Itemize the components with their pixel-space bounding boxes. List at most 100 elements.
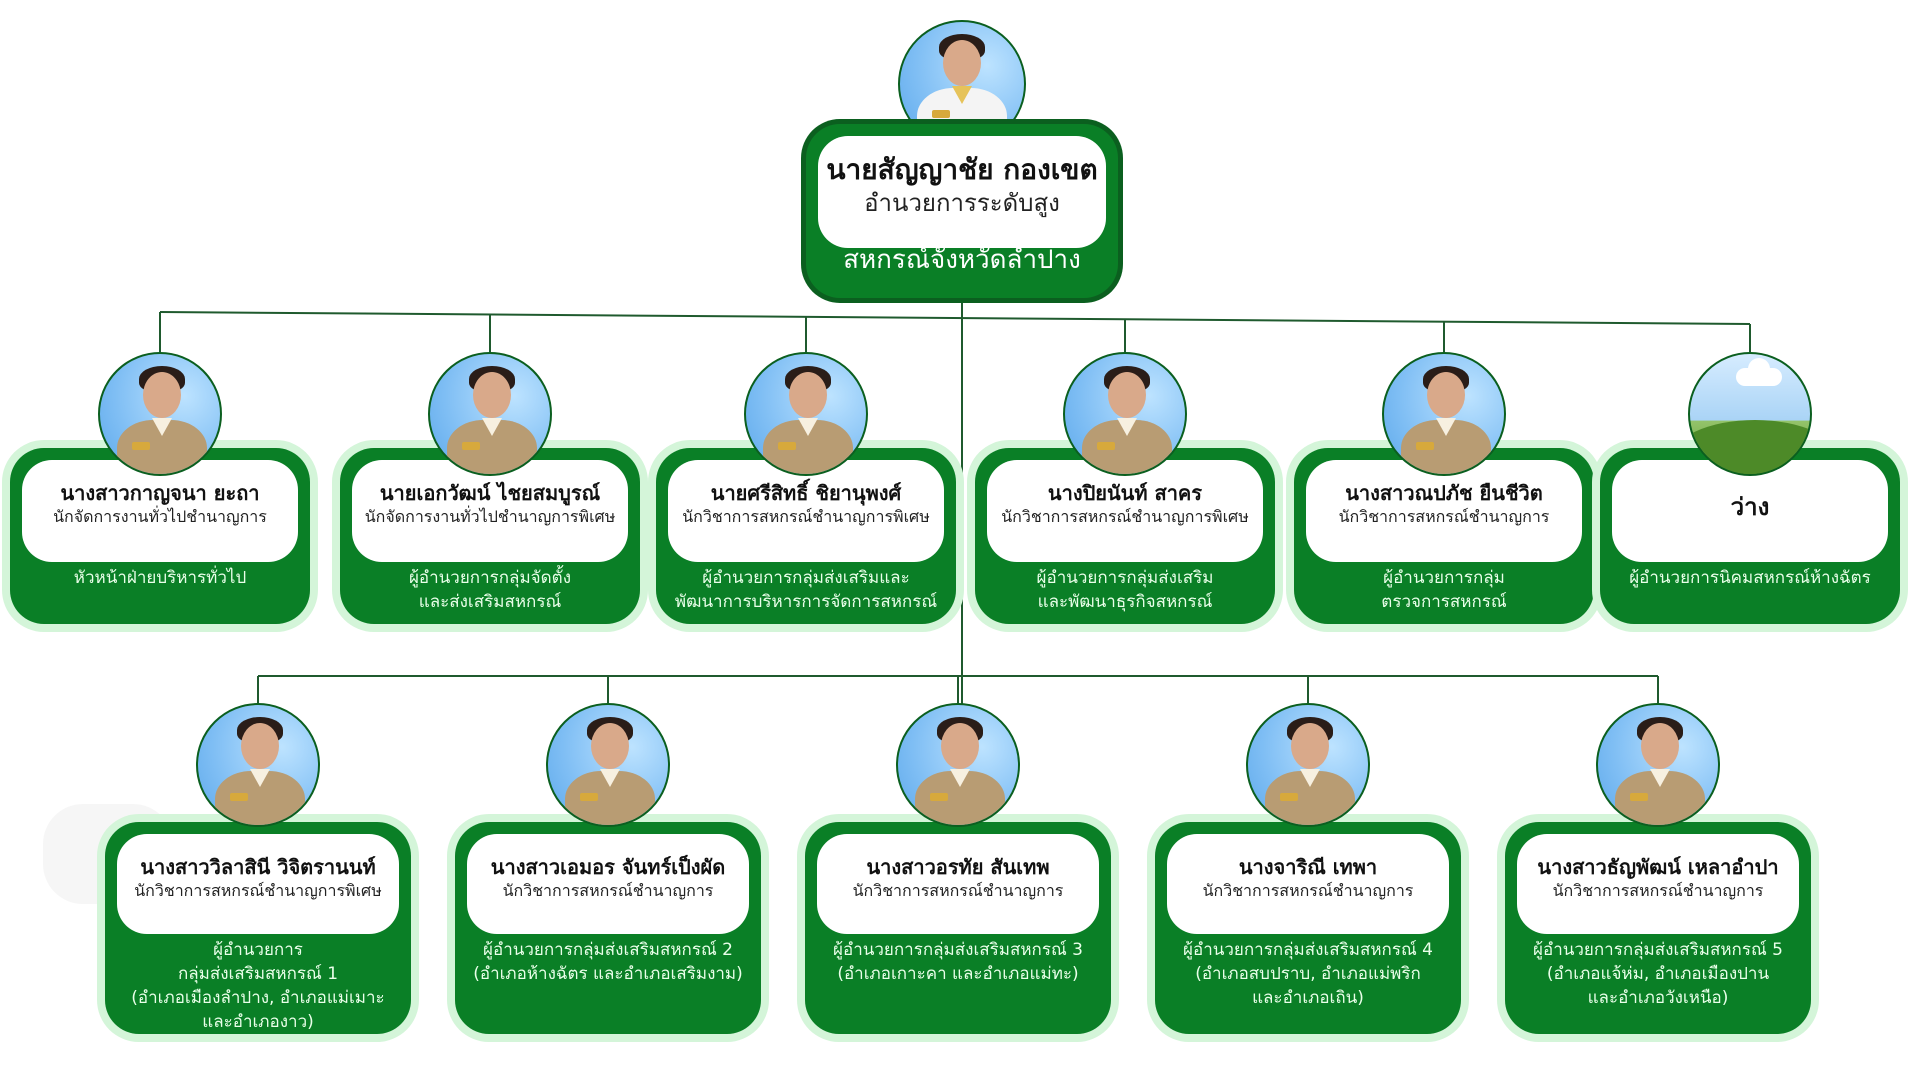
avatar-head	[1291, 723, 1329, 769]
department-line: (อำเภอสบปราบ, อำเภอแม่พริก	[1195, 964, 1421, 984]
avatar-badge	[1630, 793, 1648, 801]
department-line: ผู้อำนวยการกลุ่มส่งเสริมสหกรณ์ 3	[833, 940, 1083, 960]
staff-name: นางจาริณี เทพา	[1238, 855, 1378, 879]
row1-bus-line	[159, 311, 1751, 325]
hill-shape	[1690, 420, 1810, 474]
person-photo-icon	[1246, 703, 1370, 827]
avatar-head	[591, 723, 629, 769]
department-line: และอำเภองาว)	[202, 1012, 314, 1032]
staff-department: ผู้อำนวยการกลุ่มส่งเสริมสหกรณ์ 4 (อำเภอสบ…	[1159, 938, 1457, 1010]
staff-name-box: นางสาวกาญจนา ยะถานักจัดการงานทั่วไปชำนาญ…	[22, 460, 298, 562]
staff-department: ผู้อำนวยการกลุ่มส่งเสริมและพัฒนาการบริหา…	[660, 566, 952, 614]
staff-card: นางสาวเอมอร จันทร์เป็งผัดนักวิชาการสหกรณ…	[455, 822, 761, 1034]
director-name-box: นายสัญญาชัย กองเขต อำนวยการระดับสูง	[818, 136, 1106, 248]
department-line: ผู้อำนวยการกลุ่มส่งเสริมและ	[702, 568, 910, 588]
department-line: (อำเภอเกาะคา และอำเภอแม่ทะ)	[837, 964, 1079, 984]
department-line: กลุ่มส่งเสริมสหกรณ์ 1	[177, 964, 339, 984]
department-line: ผู้อำนวยการกลุ่ม	[1383, 568, 1505, 588]
department-line: และอำเภอเถิน)	[1252, 988, 1364, 1008]
person-photo-icon	[896, 703, 1020, 827]
staff-name-box: นางสาวเอมอร จันทร์เป็งผัดนักวิชาการสหกรณ…	[467, 834, 749, 934]
staff-name-box: นางสาวณปภัช ยืนชีวิตนักวิชาการสหกรณ์ชำนา…	[1306, 460, 1582, 562]
director-name: นายสัญญาชัย กองเขต	[826, 153, 1098, 186]
staff-position: นักจัดการงานทั่วไปชำนาญการพิเศษ	[364, 507, 616, 526]
staff-name: นางสาวเอมอร จันทร์เป็งผัด	[490, 855, 726, 879]
staff-name: นางสาววิลาสินี วิจิตรานนท์	[140, 855, 376, 879]
vacant-landscape-icon	[1688, 352, 1812, 476]
department-line: หัวหน้าฝ่ายบริหารทั่วไป	[73, 568, 247, 588]
department-line: และส่งเสริมสหกรณ์	[418, 592, 562, 612]
staff-department: ผู้อำนวยการกลุ่มส่งเสริมสหกรณ์ 5 (อำเภอแจ…	[1509, 938, 1807, 1010]
staff-card: นางสาวกาญจนา ยะถานักจัดการงานทั่วไปชำนาญ…	[10, 448, 310, 624]
avatar-head	[789, 372, 827, 418]
staff-card: นางสาววิลาสินี วิจิตรานนท์นักวิชาการสหกร…	[105, 822, 411, 1034]
staff-position: นักวิชาการสหกรณ์ชำนาญการ	[852, 881, 1064, 900]
staff-name: นางสาวอรทัย สันเทพ	[866, 855, 1050, 879]
director-position: อำนวยการระดับสูง	[864, 189, 1060, 217]
staff-position: นักวิชาการสหกรณ์ชำนาญการ	[1202, 881, 1414, 900]
director-card: นายสัญญาชัย กองเขต อำนวยการระดับสูง สหกร…	[806, 124, 1118, 298]
staff-name-box: นายศรีสิทธิ์ ชิยานุพงศ์นักวิชาการสหกรณ์ช…	[668, 460, 944, 562]
staff-position: นักวิชาการสหกรณ์ชำนาญการพิเศษ	[682, 507, 930, 526]
staff-name-box: นางสาวธัญพัฒน์ เหลาอำปานักวิชาการสหกรณ์ช…	[1517, 834, 1799, 934]
department-line: ผู้อำนวยการกลุ่มส่งเสริมสหกรณ์ 2	[483, 940, 733, 960]
department-line: ผู้อำนวยการกลุ่มส่งเสริม	[1036, 568, 1214, 588]
staff-card: นางสาวอรทัย สันเทพนักวิชาการสหกรณ์ชำนาญก…	[805, 822, 1111, 1034]
department-line: ผู้อำนวยการ	[213, 940, 303, 960]
staff-department: ผู้อำนวยการกลุ่มส่งเสริมและพัฒนาธุรกิจสห…	[979, 566, 1271, 614]
staff-department: ผู้อำนวยการกลุ่มตรวจการสหกรณ์	[1298, 566, 1590, 614]
person-photo-icon	[98, 352, 222, 476]
department-line: (อำเภอเมืองลำปาง, อำเภอแม่เมาะ	[131, 988, 385, 1008]
staff-card: นางปิยนันท์ สาครนักวิชาการสหกรณ์ชำนาญการ…	[975, 448, 1275, 624]
avatar-head	[941, 723, 979, 769]
department-line: และพัฒนาธุรกิจสหกรณ์	[1037, 592, 1213, 612]
staff-name-box: นางสาวอรทัย สันเทพนักวิชาการสหกรณ์ชำนาญก…	[817, 834, 1099, 934]
staff-name: นางสาวณปภัช ยืนชีวิต	[1345, 481, 1543, 505]
person-photo-icon	[1382, 352, 1506, 476]
staff-name: นางปิยนันท์ สาคร	[1047, 481, 1203, 505]
avatar-badge	[1097, 442, 1115, 450]
staff-position: นักวิชาการสหกรณ์ชำนาญการ	[502, 881, 714, 900]
director-department: สหกรณ์จังหวัดลำปาง	[843, 245, 1081, 275]
staff-name-box: นางสาววิลาสินี วิจิตรานนท์นักวิชาการสหกร…	[117, 834, 399, 934]
staff-card: นายศรีสิทธิ์ ชิยานุพงศ์นักวิชาการสหกรณ์ช…	[656, 448, 956, 624]
avatar-badge	[778, 442, 796, 450]
person-photo-icon	[546, 703, 670, 827]
avatar-head	[1427, 372, 1465, 418]
staff-position: นักวิชาการสหกรณ์ชำนาญการพิเศษ	[134, 881, 382, 900]
avatar-head	[143, 372, 181, 418]
staff-name: ว่าง	[1730, 493, 1770, 521]
avatar-head	[241, 723, 279, 769]
staff-card: นายเอกวัฒน์ ไชยสมบูรณ์นักจัดการงานทั่วไป…	[340, 448, 640, 624]
staff-card: นางจาริณี เทพานักวิชาการสหกรณ์ชำนาญการผู…	[1155, 822, 1461, 1034]
department-line: ผู้อำนวยการกลุ่มส่งเสริมสหกรณ์ 4	[1183, 940, 1433, 960]
avatar-badge	[1416, 442, 1434, 450]
avatar-badge	[462, 442, 480, 450]
department-line: ผู้อำนวยการกลุ่มส่งเสริมสหกรณ์ 5	[1533, 940, 1783, 960]
department-line: และอำเภอวังเหนือ)	[1587, 988, 1729, 1008]
staff-name: นางสาวกาญจนา ยะถา	[60, 481, 260, 505]
department-line: (อำเภอห้างฉัตร และอำเภอเสริมงาม)	[473, 964, 743, 984]
person-photo-icon	[744, 352, 868, 476]
staff-department: ผู้อำนวยการกลุ่มส่งเสริมสหกรณ์ 2 (อำเภอห้…	[459, 938, 757, 986]
staff-position: นักวิชาการสหกรณ์ชำนาญการ	[1552, 881, 1764, 900]
staff-department: ผู้อำนวยการกลุ่มส่งเสริมสหกรณ์ 1 (อำเภอเม…	[109, 938, 407, 1034]
staff-name: นายเอกวัฒน์ ไชยสมบูรณ์	[379, 481, 601, 505]
department-line: (อำเภอแจ้ห่ม, อำเภอเมืองปาน	[1546, 964, 1770, 984]
staff-position: นักจัดการงานทั่วไปชำนาญการ	[53, 507, 267, 526]
avatar-head	[1641, 723, 1679, 769]
staff-name-box: นางปิยนันท์ สาครนักวิชาการสหกรณ์ชำนาญการ…	[987, 460, 1263, 562]
avatar-badge	[1280, 793, 1298, 801]
cloud-shape	[1736, 358, 1782, 386]
person-photo-icon	[196, 703, 320, 827]
staff-name-box: ว่าง	[1612, 460, 1888, 562]
staff-card: ว่างผู้อำนวยการนิคมสหกรณ์ห้างฉัตร	[1600, 448, 1900, 624]
person-photo-icon	[1063, 352, 1187, 476]
person-photo-icon	[428, 352, 552, 476]
avatar-badge	[230, 793, 248, 801]
department-line: พัฒนาการบริหารการจัดการสหกรณ์	[674, 592, 938, 612]
staff-card: นางสาวณปภัช ยืนชีวิตนักวิชาการสหกรณ์ชำนา…	[1294, 448, 1594, 624]
staff-position: นักวิชาการสหกรณ์ชำนาญการพิเศษ	[1001, 507, 1249, 526]
department-line: ผู้อำนวยการนิคมสหกรณ์ห้างฉัตร	[1629, 568, 1871, 588]
staff-card: นางสาวธัญพัฒน์ เหลาอำปานักวิชาการสหกรณ์ช…	[1505, 822, 1811, 1034]
